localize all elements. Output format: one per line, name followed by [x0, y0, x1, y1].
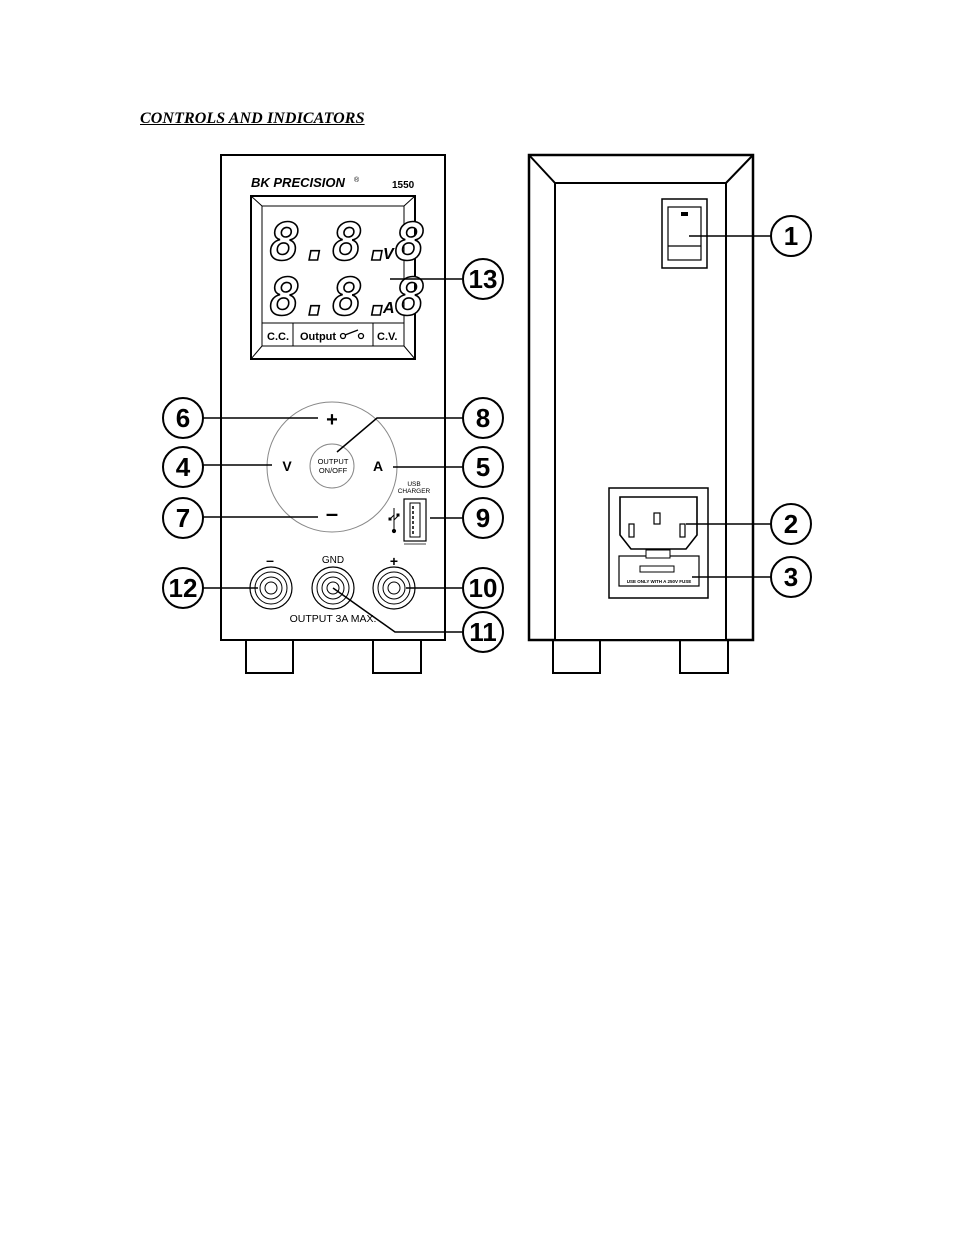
callout-4: 4 [163, 447, 203, 487]
output-button-label-line2: ON/OFF [319, 466, 348, 475]
usb-label-line2: CHARGER [398, 488, 431, 495]
output-indicator: Output [300, 331, 336, 343]
gnd-terminal-label: GND [322, 555, 344, 566]
svg-text:3: 3 [784, 562, 798, 592]
svg-text:9: 9 [476, 503, 490, 533]
current-unit: A [382, 300, 395, 317]
front-panel: BK PRECISION ® 1550 8.8.8 V 8.8.8 A C.C.… [221, 155, 445, 673]
callout-2: 2 [771, 504, 811, 544]
negative-terminal-label: – [266, 552, 274, 568]
callout-6: 6 [163, 398, 203, 438]
front-foot-left [246, 640, 293, 673]
callout-8: 8 [463, 398, 503, 438]
svg-text:7: 7 [176, 503, 190, 533]
callout-9: 9 [463, 498, 503, 538]
callout-13: 13 [463, 259, 503, 299]
callout-12: 12 [163, 568, 203, 608]
svg-text:1: 1 [784, 221, 798, 251]
cc-indicator: C.C. [267, 331, 289, 343]
current-select-label[interactable]: A [373, 458, 383, 474]
power-switch[interactable] [662, 199, 707, 268]
svg-text:4: 4 [176, 452, 191, 482]
callout-7: 7 [163, 498, 203, 538]
svg-text:12: 12 [169, 573, 198, 603]
output-button-label-line1: OUTPUT [318, 457, 349, 466]
svg-text:8: 8 [476, 403, 490, 433]
callout-1: 1 [771, 216, 811, 256]
svg-text:5: 5 [476, 452, 490, 482]
svg-text:6: 6 [176, 403, 190, 433]
callout-11: 11 [463, 612, 503, 652]
ac-power-inlet[interactable] [620, 497, 697, 549]
svg-text:13: 13 [469, 264, 498, 294]
callout-10: 10 [463, 568, 503, 608]
brand-registered-mark: ® [354, 176, 360, 184]
output-rating-label: OUTPUT 3A MAX. [290, 613, 377, 625]
usb-label-line1: USB [407, 481, 420, 488]
brand-logo: BK PRECISION [251, 175, 346, 190]
callout-5: 5 [463, 447, 503, 487]
rear-panel: USE ONLY WITH A 250V FUSE [529, 155, 753, 673]
fuse-rating-label: USE ONLY WITH A 250V FUSE [627, 579, 691, 584]
svg-text:10: 10 [469, 573, 498, 603]
rear-foot-right [680, 640, 728, 673]
voltage-readout: 8.8.8 [269, 213, 426, 273]
callout-3: 3 [771, 557, 811, 597]
increase-button-label[interactable]: + [326, 409, 338, 431]
model-number: 1550 [392, 180, 415, 191]
voltage-unit: V [383, 246, 395, 263]
front-foot-right [373, 640, 421, 673]
voltage-select-label[interactable]: V [282, 458, 292, 474]
current-readout: 8.8.8 [269, 268, 426, 328]
svg-text:2: 2 [784, 509, 798, 539]
decrease-button-label[interactable]: – [326, 501, 338, 526]
svg-text:11: 11 [469, 617, 497, 647]
rear-foot-left [553, 640, 600, 673]
cv-indicator: C.V. [377, 331, 397, 343]
